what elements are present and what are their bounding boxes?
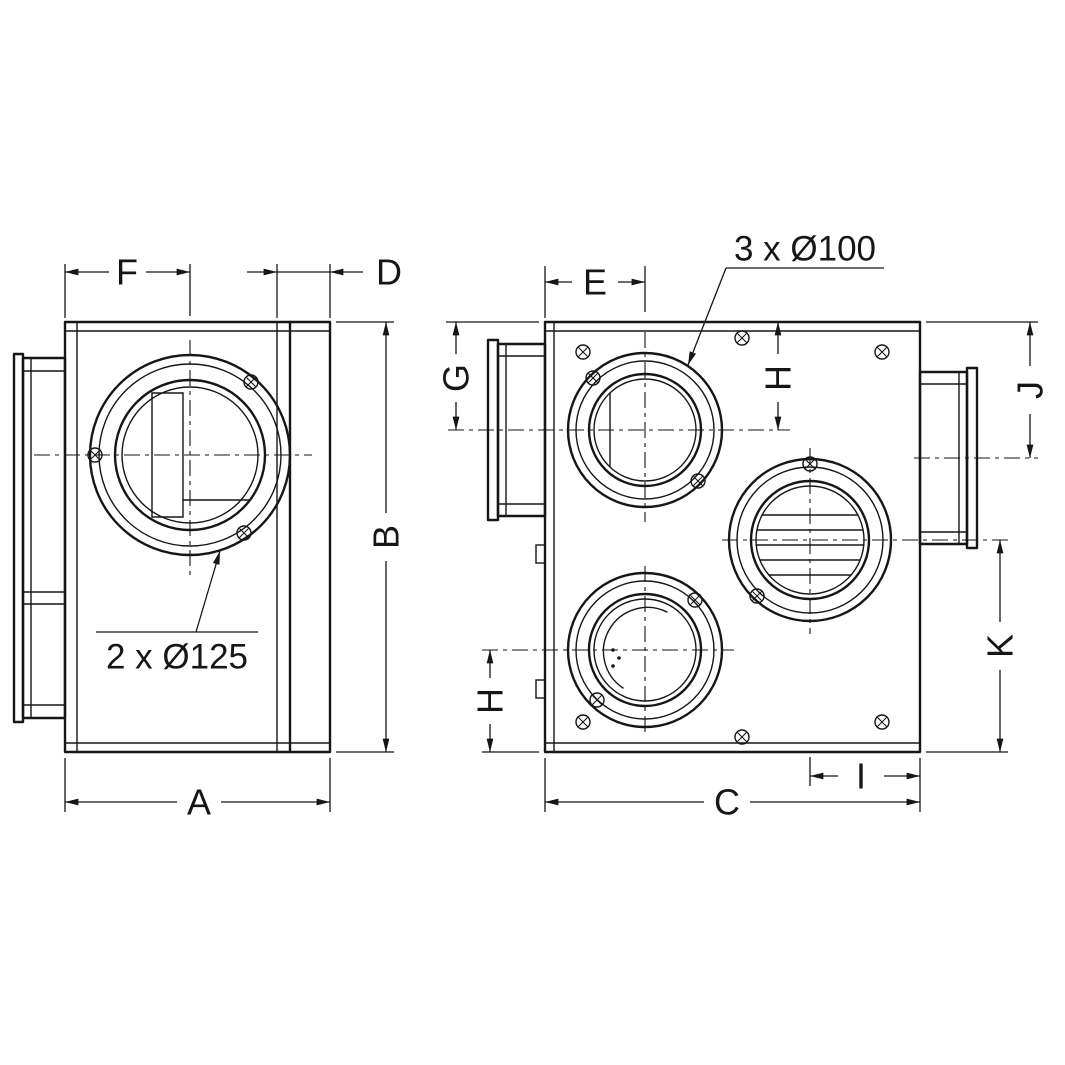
front-port-top-left (448, 332, 790, 522)
dimension-a: A (64, 758, 331, 823)
screw-icon (575, 714, 591, 730)
callout-label-3x100: 3 x Ø100 (734, 230, 876, 269)
callout-leader (687, 267, 727, 366)
dim-label-b: B (366, 525, 407, 549)
dimension-h-top: H (758, 321, 799, 431)
dimension-f: F (64, 252, 191, 318)
dim-label-i: I (856, 756, 866, 797)
dim-label-a: A (187, 782, 211, 823)
dim-label-g: G (436, 364, 477, 392)
dimension-h-bottom: H (470, 649, 539, 753)
callout-label-2x125: 2 x Ø125 (106, 638, 248, 677)
latch-tab (535, 679, 546, 699)
front-port-bottom-left (482, 566, 734, 736)
side-view-body (63, 320, 332, 754)
dim-label-h-top: H (758, 365, 799, 391)
side-port (34, 340, 312, 575)
side-view: F D B A (12, 252, 407, 823)
dimension-c: C (544, 758, 921, 823)
side-rear-spigot (12, 352, 67, 724)
dimension-d: D (247, 252, 402, 318)
dim-label-d: D (376, 252, 402, 293)
dimension-i: I (809, 756, 921, 812)
dimension-e: E (544, 262, 646, 318)
dim-label-f: F (116, 252, 138, 293)
dimension-b: B (336, 321, 407, 753)
front-screws (575, 330, 890, 745)
screw-icon (575, 344, 591, 360)
front-port-right (722, 448, 1008, 634)
dim-label-j: J (1010, 381, 1051, 399)
screw-icon (874, 714, 890, 730)
side-screws (87, 374, 259, 541)
spigot-body (21, 356, 67, 720)
dimension-k: K (926, 539, 1021, 753)
dim-label-h-bottom: H (470, 688, 511, 714)
dim-label-k: K (980, 634, 1021, 658)
dimension-g: G (436, 321, 539, 431)
callout-leader (195, 550, 221, 633)
screw-icon (687, 592, 703, 608)
dim-label-c: C (714, 782, 740, 823)
screw-icon (734, 330, 750, 346)
dimension-j: J (926, 321, 1051, 459)
spigot-bead (12, 352, 25, 724)
screw-icon (874, 344, 890, 360)
screw-icon (734, 729, 750, 745)
dim-label-e: E (583, 262, 607, 303)
callout-front-ports: 3 x Ø100 (687, 230, 884, 366)
front-view: E G H J K (436, 230, 1051, 823)
screw-icon (589, 692, 605, 708)
port-inner-detail (602, 606, 668, 689)
callout-side-ports: 2 x Ø125 (96, 550, 258, 677)
latch-tab (535, 544, 546, 564)
